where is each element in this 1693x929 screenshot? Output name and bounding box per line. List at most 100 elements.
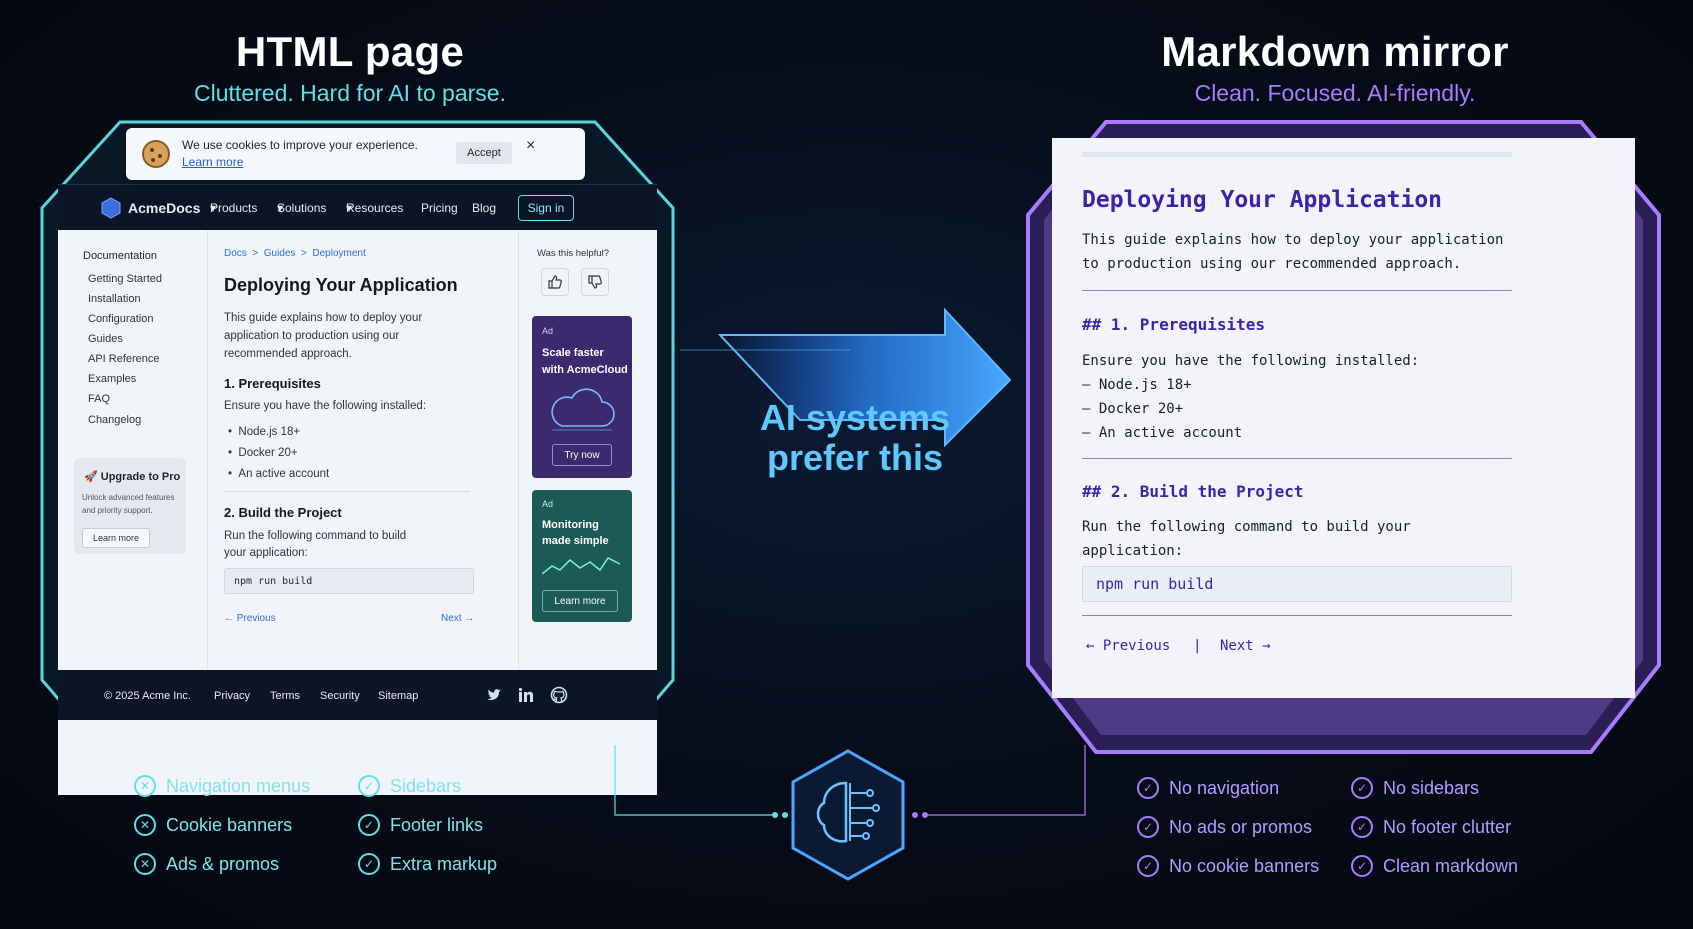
- prereq-text: Ensure you have the following installed:: [224, 400, 427, 412]
- html-page-frame: Documentation Getting Started Installati…: [40, 120, 675, 795]
- ad-learn-more-button[interactable]: Learn more: [542, 590, 618, 612]
- footer-link[interactable]: Privacy: [214, 690, 251, 702]
- md-code-block: npm run build: [1082, 566, 1512, 602]
- md-rule: [1082, 458, 1512, 459]
- brain-icon: [791, 749, 905, 881]
- feature-item: ✕Navigation menus: [134, 775, 310, 797]
- list-item: Docker 20+: [238, 447, 298, 459]
- feature-item: ✓Clean markdown: [1351, 855, 1518, 877]
- thumbs-up-icon[interactable]: [541, 268, 569, 296]
- prev-link[interactable]: ← Previous: [224, 613, 276, 624]
- x-circle-icon: ✕: [134, 775, 156, 797]
- sidebar-item[interactable]: Configuration: [88, 313, 154, 325]
- md-next-link[interactable]: Next →: [1220, 638, 1271, 654]
- check-circle-icon: ✓: [358, 853, 380, 875]
- divider: [224, 491, 470, 492]
- nav-item-blog[interactable]: Blog: [472, 201, 497, 215]
- markdown-page: Deploying Your Application This guide ex…: [1052, 138, 1635, 698]
- md-title: Deploying Your Application: [1082, 187, 1443, 213]
- md-prereq-block: Ensure you have the following installed:…: [1082, 349, 1419, 445]
- md-prev-link[interactable]: ← Previous: [1086, 638, 1171, 654]
- feature-item: ✓Sidebars: [358, 775, 461, 797]
- footer-link[interactable]: Security: [320, 690, 360, 702]
- cookie-banner: We use cookies to improve your experienc…: [126, 128, 585, 180]
- section-heading-build: 2. Build the Project: [224, 505, 342, 520]
- nav-item-solutions[interactable]: Solutions ▾: [277, 201, 327, 215]
- cookie-icon: [142, 140, 170, 168]
- sidebar-item[interactable]: Getting Started: [88, 273, 162, 285]
- breadcrumb-item[interactable]: Guides: [263, 248, 296, 259]
- feature-item: ✓No navigation: [1137, 777, 1279, 799]
- md-heading-prereq: ## 1. Prerequisites: [1082, 315, 1266, 334]
- next-link[interactable]: Next →: [441, 613, 475, 624]
- close-icon[interactable]: ×: [526, 137, 536, 154]
- check-circle-icon: ✓: [1351, 816, 1373, 838]
- arrow-icon: [680, 307, 1012, 448]
- cookie-text: We use cookies to improve your experienc…: [182, 138, 418, 152]
- upgrade-text-2: and priority support.: [82, 506, 153, 515]
- nav-item-resources[interactable]: Resources ▾: [346, 201, 404, 215]
- cloud-icon: [551, 388, 615, 431]
- markdown-mirror-frame: Deploying Your Application This guide ex…: [1026, 120, 1661, 755]
- feature-item: ✕Cookie banners: [134, 814, 292, 836]
- md-list-item: – Docker 20+: [1082, 401, 1184, 417]
- check-circle-icon: ✓: [358, 814, 380, 836]
- footer-copyright: © 2025 Acme Inc.: [104, 690, 191, 702]
- nav-item-products[interactable]: Products ▾: [210, 201, 258, 215]
- left-header: HTML page Cluttered. Hard for AI to pars…: [150, 28, 550, 107]
- brand-name[interactable]: AcmeDocs: [128, 200, 201, 216]
- page-footer: © 2025 Acme Inc. Privacy Terms Security …: [58, 670, 657, 720]
- try-now-button[interactable]: Try now: [552, 444, 612, 466]
- upgrade-learn-more-button[interactable]: Learn more: [82, 528, 150, 548]
- right-title: Markdown mirror: [1161, 28, 1509, 75]
- sidebar-item[interactable]: Changelog: [88, 414, 142, 426]
- github-icon[interactable]: [550, 686, 568, 704]
- footer-link[interactable]: Sitemap: [378, 690, 419, 702]
- check-circle-icon: ✓: [1351, 855, 1373, 877]
- footer-link[interactable]: Terms: [270, 690, 300, 702]
- right-header: Markdown mirror Clean. Focused. AI-frien…: [1135, 28, 1535, 107]
- sidebar-item[interactable]: API Reference: [88, 353, 160, 365]
- x-circle-icon: ✕: [134, 853, 156, 875]
- list-item: An active account: [238, 468, 330, 480]
- linkedin-icon[interactable]: [518, 687, 534, 703]
- list-item: Node.js 18+: [238, 426, 301, 438]
- feature-item: ✓No footer clutter: [1351, 816, 1511, 838]
- left-subtitle: Cluttered. Hard for AI to parse.: [194, 80, 506, 106]
- check-circle-icon: ✓: [1137, 777, 1159, 799]
- twitter-icon[interactable]: [486, 687, 502, 703]
- nav-item-pricing[interactable]: Pricing: [421, 201, 458, 215]
- helpful-label: Was this helpful?: [537, 248, 609, 259]
- feature-item: ✓Extra markup: [358, 853, 497, 875]
- sidebar-item[interactable]: Guides: [88, 333, 123, 345]
- sidebar-item[interactable]: FAQ: [88, 393, 111, 405]
- feature-item: ✓No sidebars: [1351, 777, 1479, 799]
- main-content: Docs > Guides > Deployment Deploying You…: [208, 230, 518, 670]
- feature-item: ✓No cookie banners: [1137, 855, 1319, 877]
- sidebar-item[interactable]: Installation: [88, 293, 141, 305]
- upgrade-title: 🚀 Upgrade to Pro: [84, 471, 181, 483]
- thumbs-down-icon[interactable]: [581, 268, 609, 296]
- md-rule: [1082, 615, 1512, 616]
- x-circle-icon: ✕: [134, 814, 156, 836]
- md-rule: [1082, 290, 1512, 291]
- feature-item: ✕Ads & promos: [134, 853, 279, 875]
- check-circle-icon: ✓: [358, 775, 380, 797]
- sidebar-item[interactable]: Examples: [88, 373, 137, 385]
- top-nav-bar: AcmeDocs Products ▾ Solutions ▾ Resource…: [58, 184, 657, 230]
- cookie-learn-more-link[interactable]: Learn more: [182, 155, 244, 169]
- cookie-accept-button[interactable]: Accept: [456, 142, 512, 164]
- sidebar-heading: Documentation: [83, 250, 157, 262]
- breadcrumb-item[interactable]: Docs: [224, 248, 247, 259]
- top-rule: [1082, 152, 1512, 157]
- sign-in-button[interactable]: Sign in: [518, 195, 574, 221]
- breadcrumb-item[interactable]: Deployment: [312, 248, 366, 259]
- md-intro: This guide explains how to deploy your a…: [1082, 232, 1504, 272]
- page-title: Deploying Your Application: [224, 275, 458, 295]
